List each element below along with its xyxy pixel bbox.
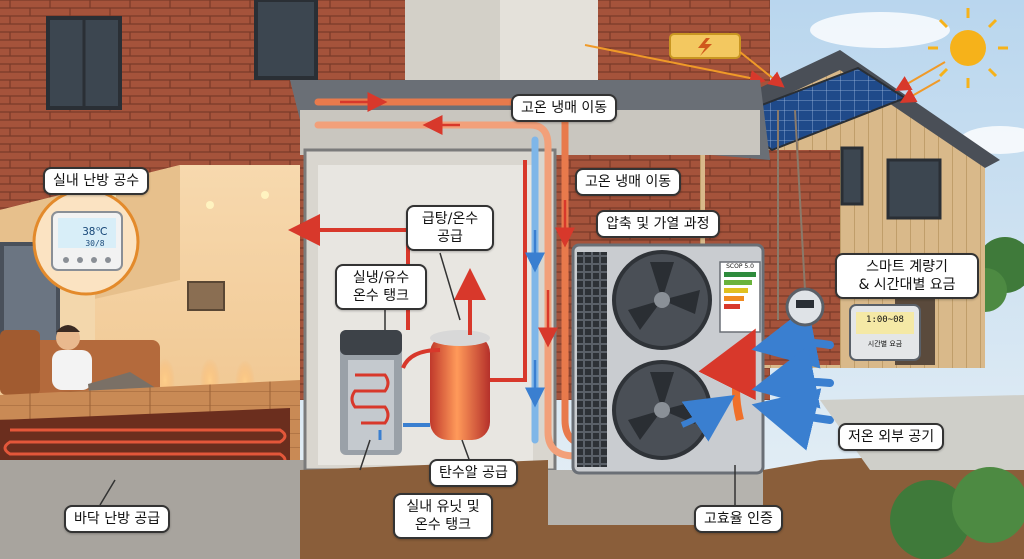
- label-smart-meter: 스마트 계량기 & 시간대별 요금: [835, 253, 979, 299]
- indoor-unit: [340, 330, 402, 455]
- smart-meter: [777, 109, 921, 361]
- label-line: & 시간대별 요금: [858, 277, 956, 293]
- label-line: 실내 유닛 및: [406, 499, 480, 515]
- efficiency-rating-label: SCOP 5.0: [726, 263, 754, 270]
- meter-screen-rate: 시간별 요금: [868, 339, 903, 348]
- label-line: 온수 탱크: [415, 517, 471, 533]
- label-line: 급탕/온수: [421, 211, 479, 227]
- label-floor-heating-supply: 바닥 난방 공급: [64, 505, 171, 533]
- lightning-icon: [669, 33, 741, 59]
- thermostat-callout: 38℃ 30/8: [32, 188, 140, 296]
- label-cooling-heating-tank: 실냉/유수 온수 탱크: [335, 264, 427, 310]
- label-carbon-neutral-supply: 탄수알 공급: [429, 459, 518, 487]
- label-indoor-heating-air: 실내 난방 공수: [43, 167, 150, 195]
- label-line: 실냉/유수: [352, 270, 410, 286]
- wall-thermostat: [187, 281, 225, 311]
- label-indoor-unit-tank: 실내 유닛 및 온수 탱크: [393, 493, 493, 539]
- label-compression-heating-process: 압축 및 가열 과정: [596, 210, 720, 238]
- hot-water-cylinder: [430, 330, 490, 440]
- label-hot-water-supply: 급탕/온수 공급: [406, 205, 494, 251]
- label-low-temp-outside-air: 저온 외부 공기: [838, 423, 945, 451]
- label-line: 공급: [437, 229, 463, 245]
- meter-screen-time: 1:00~08: [866, 315, 904, 325]
- label-line: 온수 탱크: [353, 288, 409, 304]
- heat-pump-unit: [571, 243, 765, 475]
- label-high-temp-refrigerant-2: 고온 냉매 이동: [575, 168, 682, 196]
- sun-icon: [928, 8, 1008, 88]
- label-high-temp-refrigerant-1: 고온 냉매 이동: [511, 94, 618, 122]
- label-high-efficiency-cert: 고효율 인증: [694, 505, 783, 533]
- thermostat-time: 30/8: [85, 239, 104, 248]
- label-line: 스마트 계량기: [866, 259, 948, 275]
- thermostat-temp: 38℃: [82, 225, 108, 238]
